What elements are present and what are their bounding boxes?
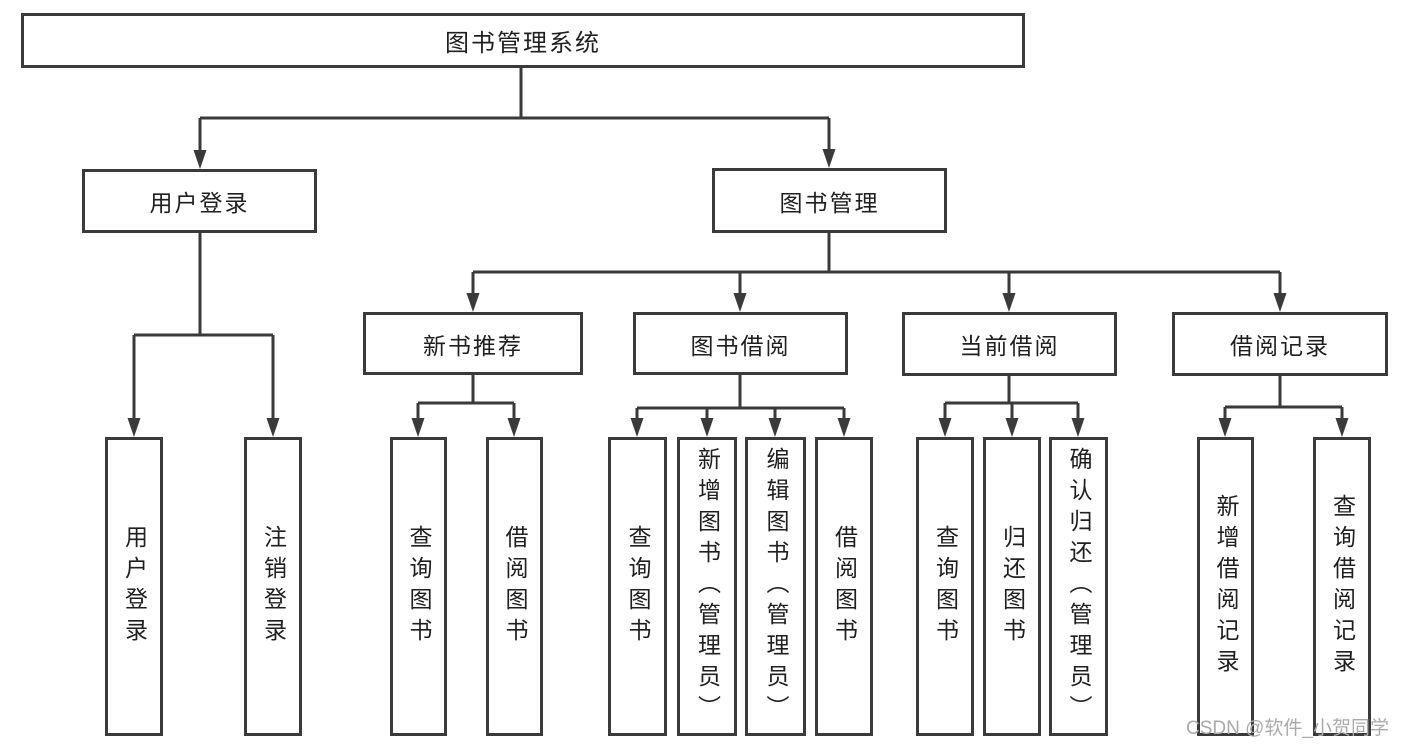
leaf-return-books: 归还图书 xyxy=(983,437,1041,736)
node-book-management: 图书管理 xyxy=(712,168,947,233)
leaf-borrow-books-recommend: 借阅图书 xyxy=(486,437,543,736)
node-borrowing-records: 借阅记录 xyxy=(1172,312,1388,376)
leaf-query-books-recommend: 查询图书 xyxy=(390,437,447,736)
node-book-borrowing: 图书借阅 xyxy=(633,312,848,375)
leaf-user-login: 用户登录 xyxy=(105,437,163,736)
node-library-management-system: 图书管理系统 xyxy=(21,13,1025,68)
leaf-add-book-admin: 新增图书（管理员） xyxy=(677,437,737,736)
leaf-query-borrow-record: 查询借阅记录 xyxy=(1313,437,1371,736)
leaf-edit-book-admin: 编辑图书（管理员） xyxy=(745,437,806,736)
connector-lines xyxy=(132,68,1344,421)
node-user-login: 用户登录 xyxy=(82,169,317,233)
leaf-query-books-borrowing: 查询图书 xyxy=(608,437,667,736)
leaf-logout: 注销登录 xyxy=(244,437,302,736)
node-current-borrowing: 当前借阅 xyxy=(902,312,1117,376)
watermark-text: CSDN @软件_小贺同学 xyxy=(1186,718,1389,739)
node-new-book-recommendation: 新书推荐 xyxy=(363,312,583,375)
leaf-borrow-books: 借阅图书 xyxy=(815,437,873,736)
leaf-confirm-return-admin: 确认归还（管理员） xyxy=(1049,437,1108,736)
arrowheads xyxy=(127,149,1349,437)
leaf-query-books-current: 查询图书 xyxy=(916,437,974,736)
leaf-add-borrow-record: 新增借阅记录 xyxy=(1197,437,1254,736)
